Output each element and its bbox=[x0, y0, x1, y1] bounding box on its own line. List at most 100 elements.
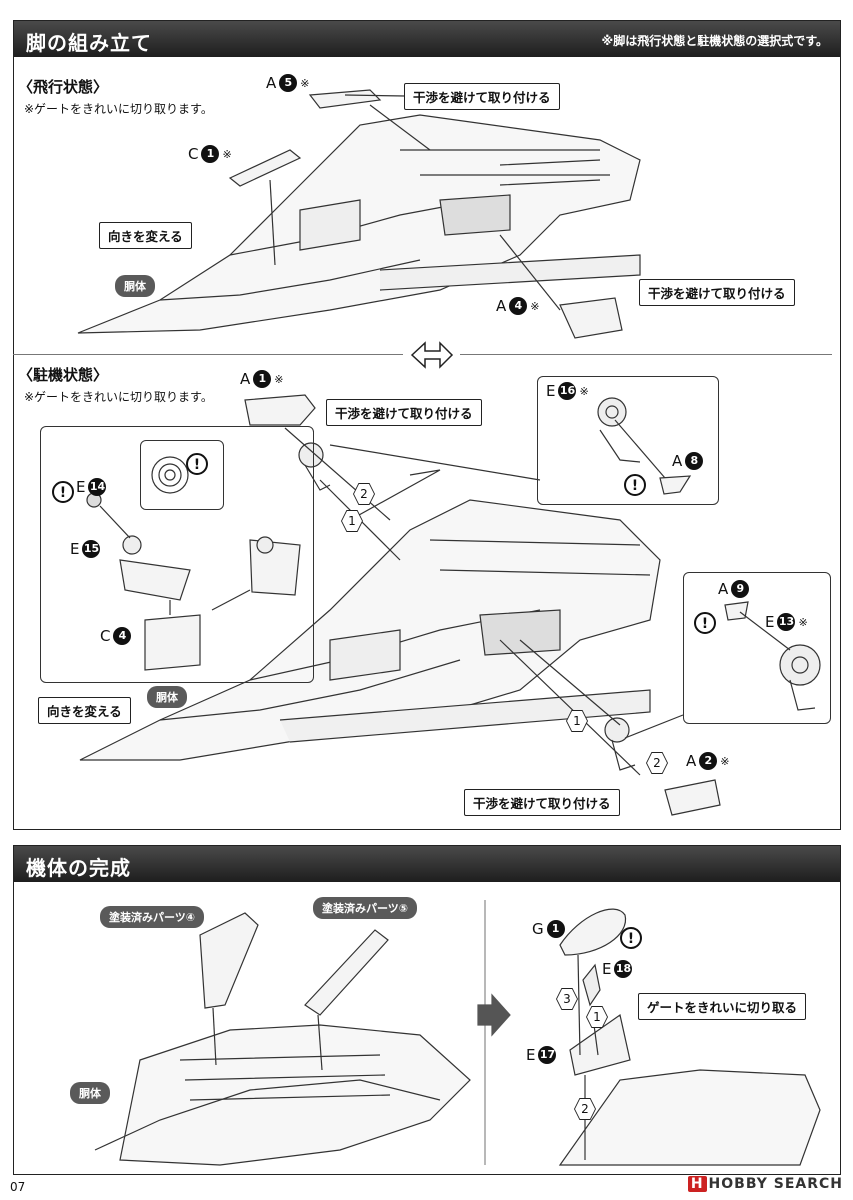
part-letter: A bbox=[718, 580, 729, 598]
watermark-text: HOBBY SEARCH bbox=[708, 1176, 843, 1192]
part-mark: ※ bbox=[274, 372, 284, 386]
part-mark: ※ bbox=[579, 384, 589, 398]
detail-box-main-gear bbox=[537, 376, 719, 505]
part-e18: E 18 bbox=[602, 960, 633, 978]
part-a8: A 8 bbox=[672, 452, 704, 470]
part-letter: A bbox=[240, 370, 251, 388]
parked-state-heading: 〈駐機状態〉 bbox=[18, 366, 109, 384]
part-mark: ※ bbox=[798, 615, 808, 629]
step-number: 1 bbox=[567, 711, 587, 731]
part-mark: ※ bbox=[222, 147, 232, 161]
section-title: 機体の完成 bbox=[26, 856, 131, 880]
part-mark: ※ bbox=[720, 754, 730, 768]
flight-state-note: ※ゲートをきれいに切り取ります。 bbox=[24, 102, 213, 116]
warning-icon: ! bbox=[694, 612, 716, 634]
part-letter: E bbox=[546, 382, 556, 400]
part-number: 18 bbox=[614, 960, 633, 978]
part-a2: A 2 ※ bbox=[686, 752, 729, 770]
part-number: 1 bbox=[253, 370, 272, 388]
part-letter: C bbox=[188, 145, 199, 163]
part-number: 8 bbox=[685, 452, 704, 470]
step-marker: 3 bbox=[556, 988, 578, 1010]
part-number: 4 bbox=[113, 627, 132, 645]
callout-avoid-interference-parked-bottom: 干渉を避けて取り付ける bbox=[464, 789, 620, 816]
detail-box-rear-gear bbox=[683, 572, 831, 724]
callout-avoid-interference-top: 干渉を避けて取り付ける bbox=[404, 83, 560, 110]
body-label-completion: 胴体 bbox=[70, 1082, 110, 1104]
part-letter: G bbox=[532, 920, 544, 938]
step-number: 2 bbox=[647, 753, 667, 773]
part-letter: E bbox=[765, 613, 775, 631]
detail-box-nose-gear bbox=[40, 426, 314, 683]
step-number: 1 bbox=[587, 1007, 607, 1027]
body-label-flight: 胴体 bbox=[115, 275, 155, 297]
part-letter: E bbox=[70, 540, 80, 558]
part-e13: E 13 ※ bbox=[765, 613, 808, 631]
part-a9: A 9 bbox=[718, 580, 750, 598]
part-number: 5 bbox=[279, 74, 298, 92]
part-letter: C bbox=[100, 627, 111, 645]
warning-icon: ! bbox=[620, 927, 642, 949]
step-number: 2 bbox=[575, 1099, 595, 1119]
part-g1: G 1 bbox=[532, 920, 565, 938]
part-number: 14 bbox=[88, 478, 107, 496]
aircraft-completion-section: 機体の完成 bbox=[13, 845, 841, 1175]
part-e16: E 16 ※ bbox=[546, 382, 589, 400]
painted-part-4-label: 塗装済みパーツ④ bbox=[100, 906, 205, 928]
section-header: 脚の組み立て ※脚は飛行状態と駐機状態の選択式です。 bbox=[14, 21, 840, 57]
section-header: 機体の完成 bbox=[14, 846, 840, 882]
part-mark: ※ bbox=[530, 299, 540, 313]
part-number: 1 bbox=[546, 920, 565, 938]
step-marker: 2 bbox=[574, 1098, 596, 1120]
part-letter: E bbox=[602, 960, 612, 978]
callout-cut-gate-cleanly: ゲートをきれいに切り取る bbox=[638, 993, 807, 1020]
step-number: 3 bbox=[557, 989, 577, 1009]
step-number: 1 bbox=[342, 511, 362, 531]
part-letter: E bbox=[76, 478, 86, 496]
part-e14: E 14 bbox=[76, 478, 107, 496]
part-mark: ※ bbox=[300, 76, 310, 90]
callout-change-direction: 向きを変える bbox=[99, 222, 192, 249]
step-marker: 2 bbox=[646, 752, 668, 774]
step-number: 2 bbox=[354, 484, 374, 504]
callout-avoid-interference-parked-top: 干渉を避けて取り付ける bbox=[326, 399, 482, 426]
part-number: 9 bbox=[731, 580, 750, 598]
painted-part-5-label: 塗装済みパーツ⑤ bbox=[313, 897, 418, 919]
flight-state-heading: 〈飛行状態〉 bbox=[18, 78, 109, 96]
warning-icon: ! bbox=[52, 481, 74, 503]
page-number: 07 bbox=[10, 1180, 26, 1194]
part-number: 1 bbox=[201, 145, 220, 163]
warning-icon: ! bbox=[624, 474, 646, 496]
part-a4: A 4 ※ bbox=[496, 297, 539, 315]
part-letter: A bbox=[686, 752, 697, 770]
warning-icon: ! bbox=[186, 453, 208, 475]
state-divider-right bbox=[460, 354, 832, 355]
part-letter: E bbox=[526, 1046, 536, 1064]
part-c4: C 4 bbox=[100, 627, 132, 645]
part-letter: A bbox=[496, 297, 507, 315]
part-number: 15 bbox=[82, 540, 101, 558]
part-e15: E 15 bbox=[70, 540, 101, 558]
parked-state-note: ※ゲートをきれいに切り取ります。 bbox=[24, 390, 213, 404]
state-divider-left bbox=[13, 354, 403, 355]
section-title: 脚の組み立て bbox=[26, 31, 152, 55]
step-marker: 2 bbox=[353, 483, 375, 505]
detail-box-zoom bbox=[140, 440, 224, 510]
step-marker: 1 bbox=[341, 510, 363, 532]
part-number: 16 bbox=[558, 382, 577, 400]
part-a1: A 1 ※ bbox=[240, 370, 283, 388]
part-number: 2 bbox=[699, 752, 718, 770]
callout-avoid-interference-right: 干渉を避けて取り付ける bbox=[639, 279, 795, 306]
part-a5: A 5 ※ bbox=[266, 74, 309, 92]
part-e17: E 17 bbox=[526, 1046, 557, 1064]
step-marker: 1 bbox=[566, 710, 588, 732]
section-note: ※脚は飛行状態と駐機状態の選択式です。 bbox=[601, 34, 828, 48]
watermark-badge: H bbox=[687, 1176, 707, 1192]
callout-change-direction-parked: 向きを変える bbox=[38, 697, 131, 724]
part-number: 13 bbox=[777, 613, 796, 631]
part-number: 4 bbox=[509, 297, 528, 315]
part-letter: A bbox=[672, 452, 683, 470]
part-c1: C 1 ※ bbox=[188, 145, 232, 163]
